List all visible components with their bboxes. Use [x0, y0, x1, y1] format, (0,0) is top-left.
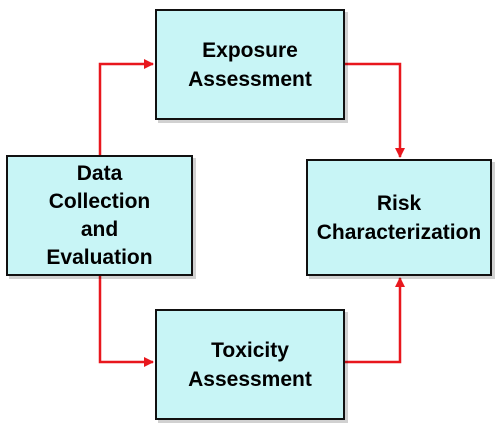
arrow-exposure-to-risk [345, 62, 405, 158]
data-collection-box: Data Collection and Evaluation [6, 155, 193, 276]
box-label-line: Toxicity [211, 338, 289, 362]
box-label-line: Characterization [316, 220, 482, 244]
arrow-toxicity-to-risk [345, 277, 405, 364]
box-label-line: Assessment [188, 367, 312, 391]
exposure-assessment-box: Exposure Assessment [155, 9, 345, 120]
arrow-data-to-exposure [98, 59, 154, 155]
box-label-line: Evaluation [46, 245, 153, 269]
toxicity-assessment-box: Toxicity Assessment [155, 309, 345, 420]
box-label-line: Assessment [188, 67, 312, 91]
box-label-line: Risk [376, 191, 422, 215]
box-label-line: and [80, 217, 119, 241]
arrow-data-to-toxicity [98, 276, 154, 367]
box-label-line: Collection [48, 189, 151, 213]
risk-characterization-box: Risk Characterization [306, 159, 492, 276]
box-label-line: Data [76, 161, 123, 185]
box-label-line: Exposure [202, 38, 298, 62]
